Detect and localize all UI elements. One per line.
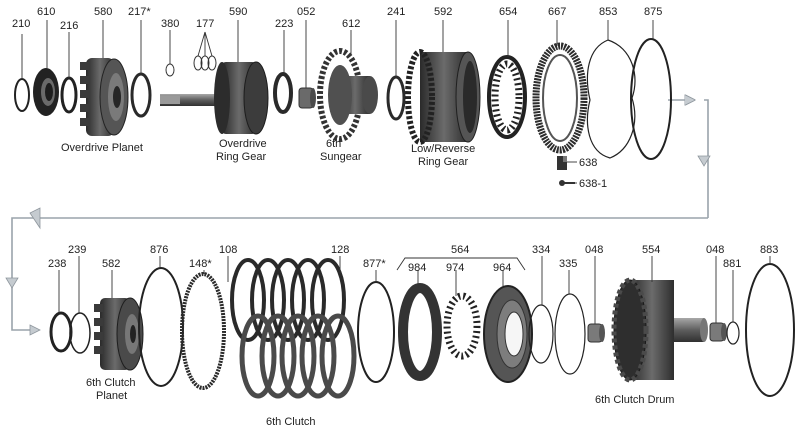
caption-6th-clutch-planet-line1: 6th Clutch [86, 377, 136, 389]
pn-048-b: 048 [706, 244, 724, 256]
caption-6th-clutch-planet-line2: Planet [96, 390, 127, 402]
pn-580: 580 [94, 6, 112, 18]
part-582-6th-clutch-planet [94, 297, 144, 371]
part-984 [398, 283, 442, 381]
bracket-564 [396, 257, 526, 271]
pn-877: 877* [363, 258, 386, 270]
part-883 [745, 263, 795, 397]
pn-177: 177 [196, 18, 214, 30]
caption-low-reverse-line2: Ring Gear [418, 156, 468, 168]
pn-853: 853 [599, 6, 617, 18]
part-554-6th-clutch-drum [611, 277, 708, 383]
part-667 [532, 42, 588, 154]
leader-lines-row2 [58, 256, 771, 324]
pn-582: 582 [102, 258, 120, 270]
pn-883: 883 [760, 244, 778, 256]
pn-984: 984 [408, 262, 426, 274]
part-241 [386, 75, 406, 121]
pn-148: 148* [189, 258, 212, 270]
part-580-overdrive-planet [80, 58, 129, 136]
part-881 [726, 321, 740, 345]
pn-334: 334 [532, 244, 550, 256]
part-238 [49, 311, 73, 353]
pn-654: 654 [499, 6, 517, 18]
caption-6th-sungear-line1: 6th [326, 138, 341, 150]
part-335 [554, 293, 586, 375]
part-177 [193, 55, 217, 71]
part-223 [273, 72, 293, 114]
part-239 [69, 312, 91, 354]
part-638 [557, 156, 567, 170]
part-148 [180, 272, 226, 390]
part-048-b [709, 322, 727, 342]
pn-241: 241 [387, 6, 405, 18]
pn-239: 239 [68, 244, 86, 256]
pn-667: 667 [548, 6, 566, 18]
pn-052: 052 [297, 6, 315, 18]
pn-590: 590 [229, 6, 247, 18]
pn-380: 380 [161, 18, 179, 30]
captions-row1: Overdrive Planet Overdrive Ring Gear 6th… [61, 138, 475, 168]
part-875 [630, 38, 672, 160]
pn-592: 592 [434, 6, 452, 18]
part-048-a [587, 323, 605, 343]
part-612-6th-sungear [317, 48, 378, 142]
part-592-low-reverse-ring-gear [405, 49, 481, 145]
part-210 [14, 78, 30, 112]
pn-612: 612 [342, 18, 360, 30]
part-853 [586, 39, 636, 159]
part-217 [130, 72, 152, 118]
caption-6th-clutch: 6th Clutch [266, 416, 316, 428]
part-610 [33, 68, 59, 116]
part-876 [138, 267, 184, 387]
pn-210: 210 [12, 18, 30, 30]
pn-875: 875 [644, 6, 662, 18]
part-numbers-row2: 238 239 582 876 148* 108 128 877* 564 98… [48, 244, 778, 274]
caption-overdrive-ring-gear-line2: Ring Gear [216, 151, 266, 163]
pn-974: 974 [446, 262, 464, 274]
pn-128: 128 [331, 244, 349, 256]
pn-554: 554 [642, 244, 660, 256]
pn-881: 881 [723, 258, 741, 270]
pn-610: 610 [37, 6, 55, 18]
pn-238: 238 [48, 258, 66, 270]
flow-arrows [5, 100, 711, 336]
captions-row2: 6th Clutch Planet 6th Clutch 6th Clutch … [86, 377, 674, 428]
pn-216: 216 [60, 20, 78, 32]
pn-335: 335 [559, 258, 577, 270]
part-334 [528, 304, 554, 364]
caption-overdrive-planet: Overdrive Planet [61, 142, 143, 154]
part-clutch-pack [230, 258, 357, 399]
part-877 [357, 281, 395, 383]
caption-6th-clutch-drum: 6th Clutch Drum [595, 394, 674, 406]
part-590-overdrive-ring-gear [160, 61, 269, 135]
caption-6th-sungear-line2: Sungear [320, 151, 362, 163]
pn-638: 638 [579, 157, 597, 169]
part-numbers-row1: 210 610 216 580 217* 380 177 590 223 052… [12, 6, 662, 190]
pn-048-a: 048 [585, 244, 603, 256]
pn-964: 964 [493, 262, 511, 274]
pn-564: 564 [451, 244, 469, 256]
part-380 [165, 63, 175, 77]
part-964 [483, 285, 533, 383]
pn-223: 223 [275, 18, 293, 30]
part-654 [487, 55, 527, 139]
leader-lines-row1 [21, 20, 654, 184]
part-974 [443, 292, 481, 360]
caption-overdrive-ring-gear-line1: Overdrive [219, 138, 267, 150]
pn-876: 876 [150, 244, 168, 256]
part-638-1 [559, 180, 575, 186]
part-216 [60, 76, 78, 114]
part-052 [298, 87, 316, 109]
pn-638-1: 638-1 [579, 178, 607, 190]
pn-217: 217* [128, 6, 151, 18]
caption-low-reverse-line1: Low/Reverse [411, 143, 475, 155]
pn-108: 108 [219, 244, 237, 256]
